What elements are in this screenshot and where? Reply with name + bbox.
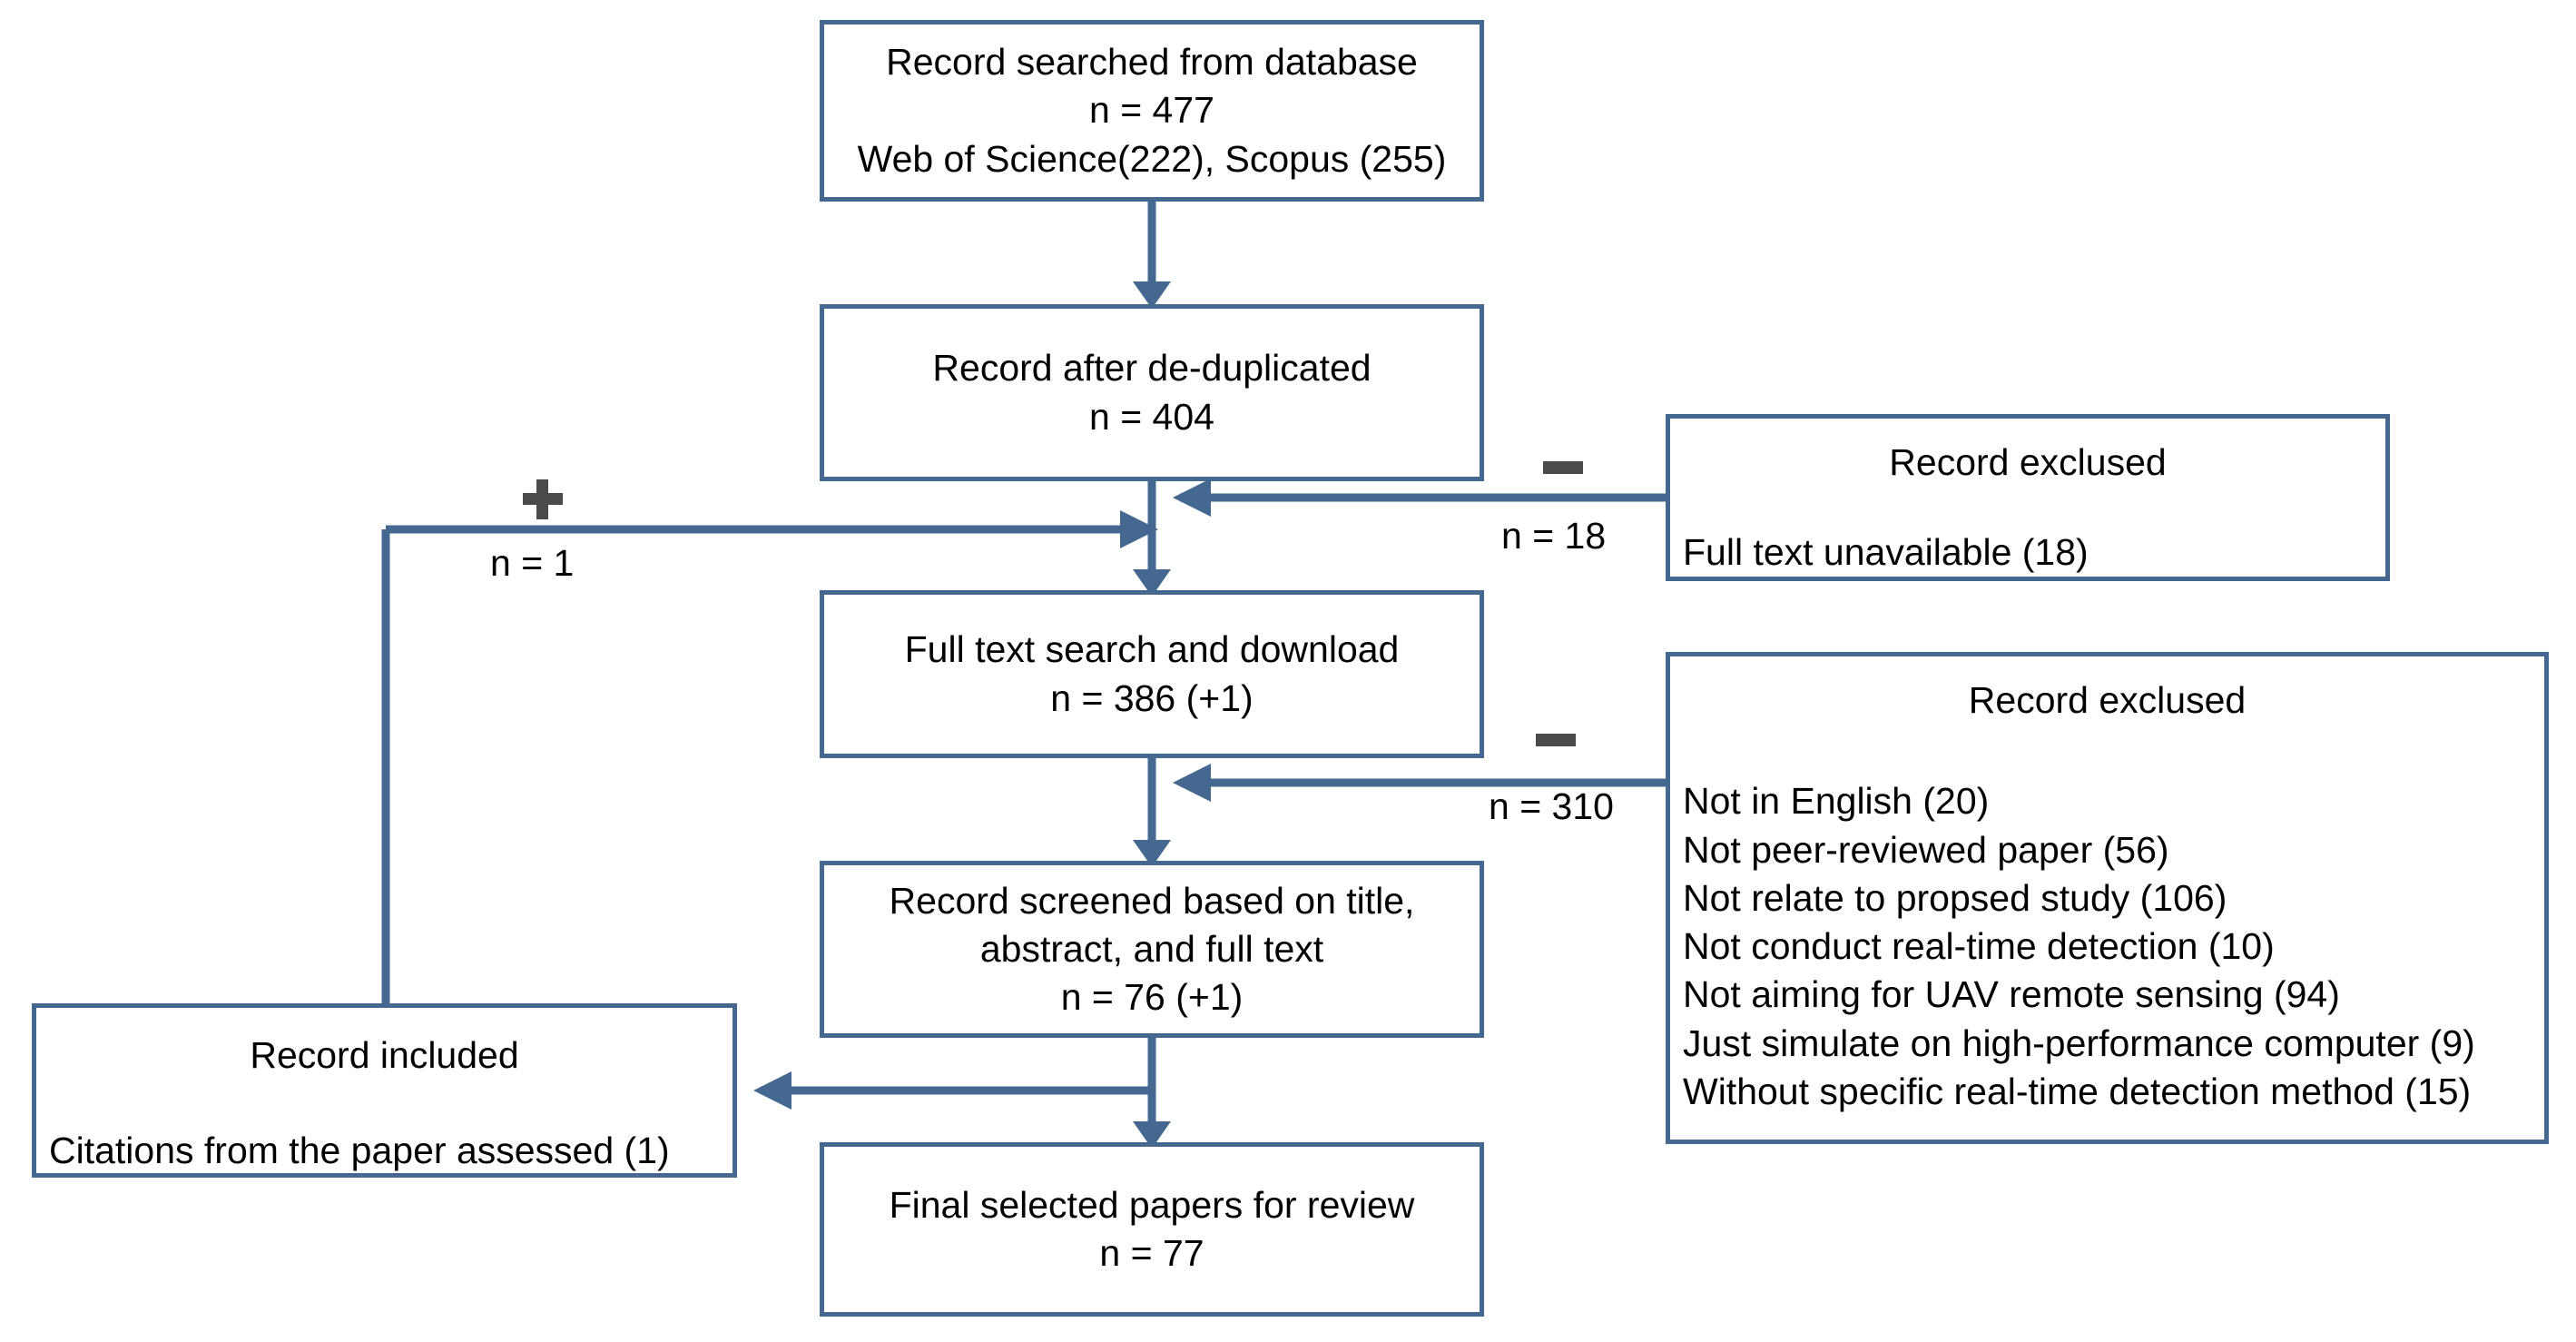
node-line: Final selected papers for review	[889, 1183, 1415, 1226]
inclusion-reason: Citations from the paper assessed (1)	[49, 1130, 670, 1172]
node-line: n = 76 (+1)	[1060, 976, 1244, 1019]
node-record-searched: Record searched from database n = 477 We…	[820, 20, 1484, 202]
edge-label-excluded-screening: n = 310	[1489, 785, 1614, 827]
edge-label-added-citations: n = 1	[490, 542, 575, 584]
node-record-screened: Record screened based on title, abstract…	[820, 861, 1484, 1038]
exclusion-reason: Not in English (20)	[1683, 780, 1990, 823]
exclusion-reason: Not conduct real-time detection (10)	[1683, 925, 2275, 968]
node-record-after-deduplicated: Record after de-duplicated n = 404	[820, 304, 1484, 481]
node-record-exclused-full-text: Record exclused Full text unavailable (1…	[1666, 414, 2390, 581]
arrowhead-included	[1120, 510, 1158, 548]
node-line: n = 386 (+1)	[1050, 676, 1254, 719]
node-line: n = 77	[1099, 1232, 1204, 1274]
exclusion-reason: Not relate to propsed study (106)	[1683, 876, 2227, 919]
node-heading: Record included	[250, 1034, 519, 1076]
node-line: Record searched from database	[886, 41, 1418, 84]
edge-label-excluded-fulltext: n = 18	[1501, 515, 1607, 557]
plus-icon	[523, 479, 563, 519]
node-line: abstract, and full text	[979, 927, 1324, 970]
exclusion-reason: Not peer-reviewed paper (56)	[1683, 828, 2169, 871]
arrowhead-excluded1	[1173, 479, 1211, 517]
minus-icon-fulltext	[1543, 461, 1583, 474]
node-line: Record screened based on title,	[889, 879, 1415, 922]
arrowhead-into-included	[753, 1071, 791, 1110]
exclusion-reason: Not aiming for UAV remote sensing (94)	[1683, 973, 2340, 1016]
plus-icon-vertical-bar	[536, 479, 548, 519]
node-line: n = 477	[1089, 89, 1214, 132]
exclusion-reason: Just simulate on high-performance comput…	[1683, 1021, 2475, 1064]
node-record-included: Record included Citations from the paper…	[32, 1003, 737, 1178]
node-line: Web of Science(222), Scopus (255)	[857, 137, 1447, 180]
node-heading: Record exclused	[1889, 441, 2167, 483]
minus-icon-screening	[1536, 734, 1576, 746]
node-record-exclused-screening: Record exclused Not in English (20) Not …	[1666, 652, 2549, 1144]
node-line: n = 404	[1089, 395, 1214, 438]
node-full-text-search-and-download: Full text search and download n = 386 (+…	[820, 590, 1484, 758]
node-line: Record after de-duplicated	[932, 347, 1372, 390]
exclusion-reason-list: Not in English (20) Not peer-reviewed pa…	[1670, 777, 2544, 1116]
exclusion-reason: Full text unavailable (18)	[1683, 531, 2089, 574]
exclusion-reason: Without specific real-time detection met…	[1683, 1071, 2472, 1113]
node-line: Full text search and download	[904, 628, 1400, 671]
minus-icon-bar	[1543, 461, 1583, 474]
arrowhead-excluded2	[1173, 764, 1211, 802]
node-final-selected-papers: Final selected papers for review n = 77	[820, 1142, 1484, 1317]
inclusion-reason-list: Citations from the paper assessed (1)	[36, 1127, 732, 1175]
minus-icon-bar	[1536, 734, 1576, 746]
exclusion-reason-list: Full text unavailable (18)	[1670, 528, 2385, 577]
node-heading: Record exclused	[1968, 679, 2247, 721]
